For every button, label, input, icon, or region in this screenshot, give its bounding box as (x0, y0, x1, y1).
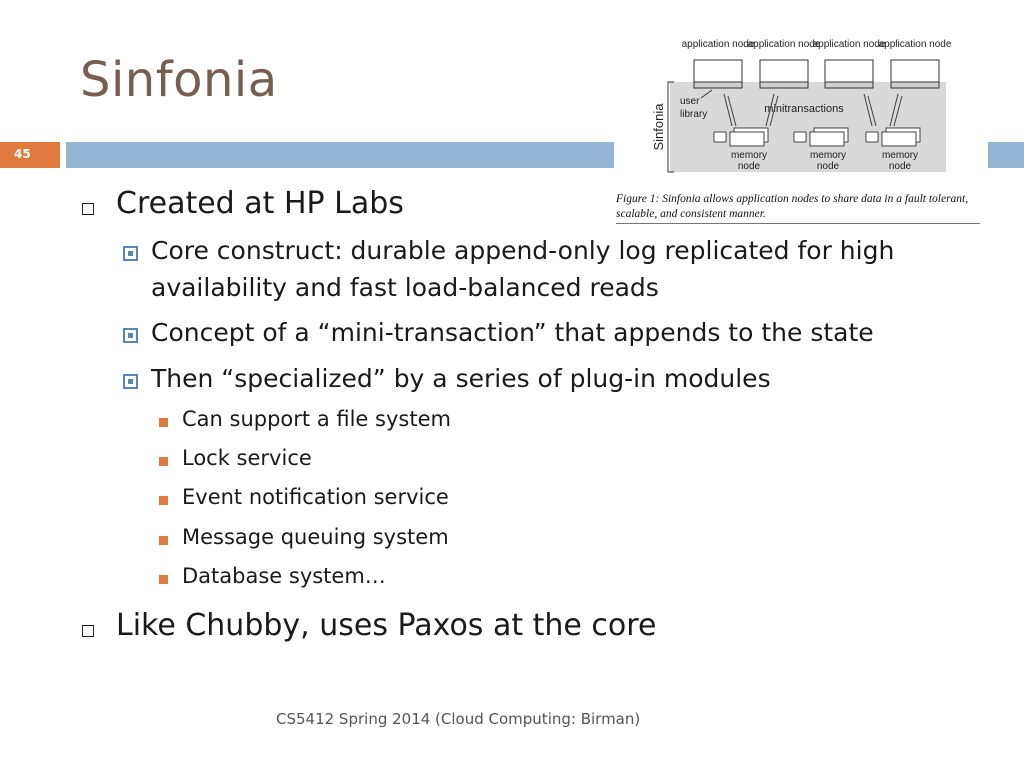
bullet-lock-service: Lock service (182, 446, 312, 470)
slide-footer: CS5412 Spring 2014 (Cloud Computing: Bir… (276, 710, 641, 728)
bullet-file-system: Can support a file system (182, 407, 451, 431)
bullet-message-queuing: Message queuing system (182, 525, 449, 549)
svg-text:node: node (889, 161, 912, 172)
bullet-mini-transaction: Concept of a “mini-transaction” that app… (151, 318, 874, 347)
memory-node-1: memory node (713, 127, 769, 172)
memory-node-2: memory node (793, 127, 849, 172)
header-bar-right (988, 142, 1024, 168)
slide-number: 45 (14, 147, 31, 161)
bullet-core-construct-cont: availability and fast load-balanced read… (151, 273, 659, 302)
svg-text:memory: memory (810, 150, 846, 161)
svg-text:node: node (738, 161, 761, 172)
bullet-core-construct: Core construct: durable append-only log … (151, 236, 895, 265)
svg-text:memory: memory (882, 150, 918, 161)
bullet-marker-l3 (159, 536, 168, 545)
bullet-marker-l2 (123, 328, 138, 343)
bullet-event-notification: Event notification service (182, 485, 449, 509)
architecture-diagram: application node application node applic… (651, 39, 952, 173)
app-node-1: application node (682, 39, 755, 89)
header-bar-left (66, 142, 614, 168)
figure-caption: Figure 1: Sinfonia allows application no… (616, 192, 980, 224)
sinfonia-region (670, 82, 946, 172)
app-node-3: application node (813, 39, 886, 89)
svg-text:application node: application node (879, 39, 952, 50)
bullet-marker-l3 (159, 418, 168, 427)
svg-text:application node: application node (682, 39, 755, 50)
bullet-marker-l3 (159, 575, 168, 584)
svg-text:library: library (680, 109, 707, 120)
bullet-marker-l1 (82, 625, 94, 637)
slide-number-box: 45 (0, 142, 60, 168)
bullet-marker-l2 (123, 374, 138, 389)
app-node-2: application node (748, 39, 821, 89)
app-node-4: application node (879, 39, 952, 89)
sinfonia-side-label: Sinfonia (651, 103, 666, 151)
svg-text:user: user (680, 96, 700, 107)
bullet-database-system: Database system… (182, 564, 386, 588)
bullet-created-at-hp-labs: Created at HP Labs (116, 186, 404, 221)
svg-text:application node: application node (748, 39, 821, 50)
sinfonia-figure: application node application node applic… (616, 30, 988, 230)
bullet-marker-l3 (159, 457, 168, 466)
slide-title: Sinfonia (80, 52, 278, 108)
svg-text:memory: memory (731, 150, 767, 161)
minitransactions-label: minitransactions (764, 103, 844, 115)
svg-text:node: node (817, 161, 840, 172)
bullet-marker-l3 (159, 496, 168, 505)
memory-node-3: memory node (865, 127, 921, 172)
bullet-specialized: Then “specialized” by a series of plug-i… (151, 364, 771, 393)
svg-text:application node: application node (813, 39, 886, 50)
bullet-marker-l2 (123, 246, 138, 261)
bullet-like-chubby: Like Chubby, uses Paxos at the core (116, 608, 657, 643)
bullet-marker-l1 (82, 203, 94, 215)
